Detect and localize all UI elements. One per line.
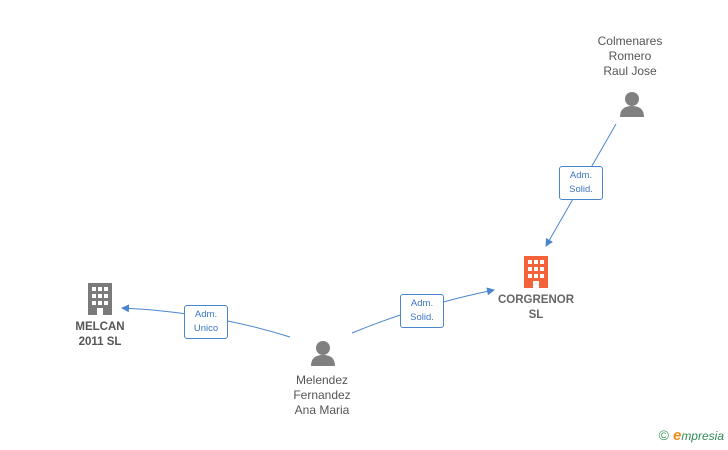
edge-label-line: Adm. bbox=[410, 298, 434, 309]
edge-label-melendez-melcan[interactable]: Adm. Unico bbox=[184, 305, 228, 339]
person-icon[interactable] bbox=[311, 341, 335, 366]
node-label-line: Romero bbox=[608, 49, 652, 63]
node-label-line: Raul Jose bbox=[603, 64, 657, 78]
edge-label-melendez-corgrenor[interactable]: Adm. Solid. bbox=[400, 294, 444, 328]
edge-label-colmenares-corgrenor[interactable]: Adm. Solid. bbox=[559, 166, 603, 200]
node-label-line: Ana Maria bbox=[294, 403, 350, 417]
edge-label-line: Adm. bbox=[194, 309, 218, 320]
node-label-corgrenor[interactable]: CORGRENOR SL bbox=[490, 293, 582, 323]
brand-initial: e bbox=[672, 427, 682, 444]
edge-label-line: Solid. bbox=[410, 312, 434, 323]
brand-logo: ©empresia bbox=[659, 427, 724, 444]
edge-label-line: Solid. bbox=[569, 184, 593, 195]
edge-label-line: Adm. bbox=[569, 170, 593, 181]
node-label-line: 2011 SL bbox=[78, 336, 122, 348]
person-icon[interactable] bbox=[620, 92, 644, 117]
brand-name: mpresia bbox=[681, 429, 724, 443]
node-label-line: CORGRENOR bbox=[497, 294, 575, 306]
edge-label-line: Unico bbox=[193, 323, 219, 334]
building-icon[interactable] bbox=[524, 256, 548, 288]
node-label-colmenares[interactable]: Colmenares Romero Raul Jose bbox=[584, 34, 676, 79]
node-label-melendez[interactable]: Melendez Fernandez Ana Maria bbox=[276, 373, 368, 418]
node-label-line: MELCAN bbox=[75, 321, 125, 333]
node-label-line: Colmenares bbox=[597, 34, 663, 48]
node-label-melcan[interactable]: MELCAN 2011 SL bbox=[60, 320, 140, 350]
node-label-line: SL bbox=[528, 309, 544, 321]
copyright-symbol: © bbox=[658, 427, 669, 443]
building-icon[interactable] bbox=[88, 283, 112, 315]
node-label-line: Melendez bbox=[295, 373, 349, 387]
node-label-line: Fernandez bbox=[293, 388, 351, 402]
